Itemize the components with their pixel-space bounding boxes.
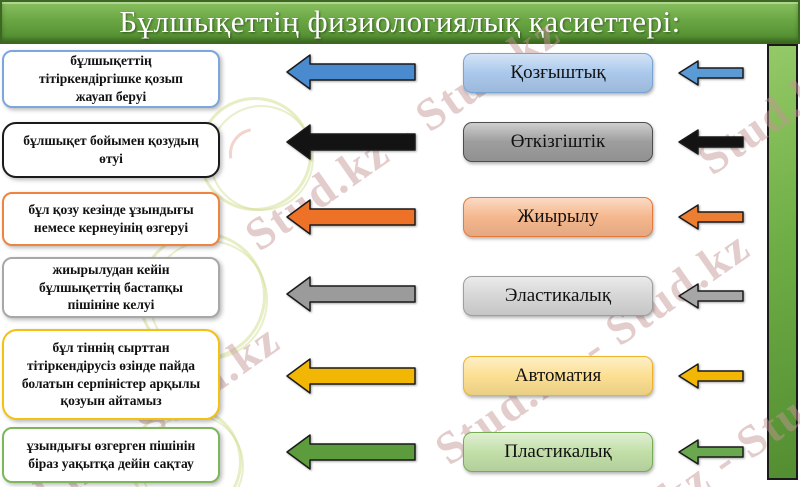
description-text: бұлшықет бойымен қозудың өтуі — [23, 133, 199, 166]
description-box: бұлшықеттің тітіркендіргішке қозып жауап… — [2, 50, 220, 108]
property-label: Эластикалық — [504, 285, 612, 306]
arrow-left-icon — [678, 363, 744, 389]
property-label-box: Эластикалық — [463, 276, 653, 316]
arrow-left-icon — [678, 283, 744, 309]
property-label: Қозғыштық — [510, 62, 606, 83]
description-box: бұлшықет бойымен қозудың өтуі — [2, 122, 220, 178]
property-label-box: Жиырылу — [463, 197, 653, 237]
arrow-left-icon — [286, 124, 416, 160]
description-text: бұлшықеттің тітіркендіргішке қозып жауап… — [39, 53, 183, 104]
description-box: бұл қозу кезінде ұзындығы немесе кернеуі… — [2, 192, 220, 246]
arrow-left-icon — [286, 358, 416, 394]
property-label: Пластикалық — [504, 441, 612, 462]
property-label-box: Пластикалық — [463, 432, 653, 472]
property-label-box: Қозғыштық — [463, 53, 653, 93]
arrow-left-icon — [678, 129, 744, 155]
title-banner: Бұлшықеттің физиологиялық қасиеттері: — [0, 0, 800, 44]
right-green-bar — [767, 44, 798, 480]
property-label-box: Автоматия — [463, 356, 653, 396]
description-text: бұл тіннің сырттан тітіркендірусіз өзінд… — [21, 339, 201, 409]
arrow-left-icon — [286, 54, 416, 90]
property-label: Өткізгіштік — [510, 131, 606, 152]
description-box: ұзындығы өзгерген пішінін біраз уақытқа … — [2, 427, 220, 483]
description-text: жиырылудан кейін бұлшықеттің бастапқы пі… — [39, 261, 183, 313]
description-text: бұл қозу кезінде ұзындығы немесе кернеуі… — [28, 202, 194, 235]
arrow-left-icon — [678, 204, 744, 230]
arrow-left-icon — [678, 439, 744, 465]
property-label-box: Өткізгіштік — [463, 122, 653, 162]
property-label: Автоматия — [514, 365, 602, 386]
description-text: ұзындығы өзгерген пішінін біраз уақытқа … — [26, 438, 196, 471]
property-label: Жиырылу — [517, 206, 599, 227]
description-box: бұл тіннің сырттан тітіркендірусіз өзінд… — [2, 329, 220, 420]
arrow-left-icon — [678, 60, 744, 86]
arrow-left-icon — [286, 434, 416, 470]
arrow-left-icon — [286, 199, 416, 235]
description-box: жиырылудан кейін бұлшықеттің бастапқы пі… — [2, 257, 220, 318]
page-title: Бұлшықеттің физиологиялық қасиеттері: — [119, 4, 681, 39]
arrow-left-icon — [286, 276, 416, 312]
